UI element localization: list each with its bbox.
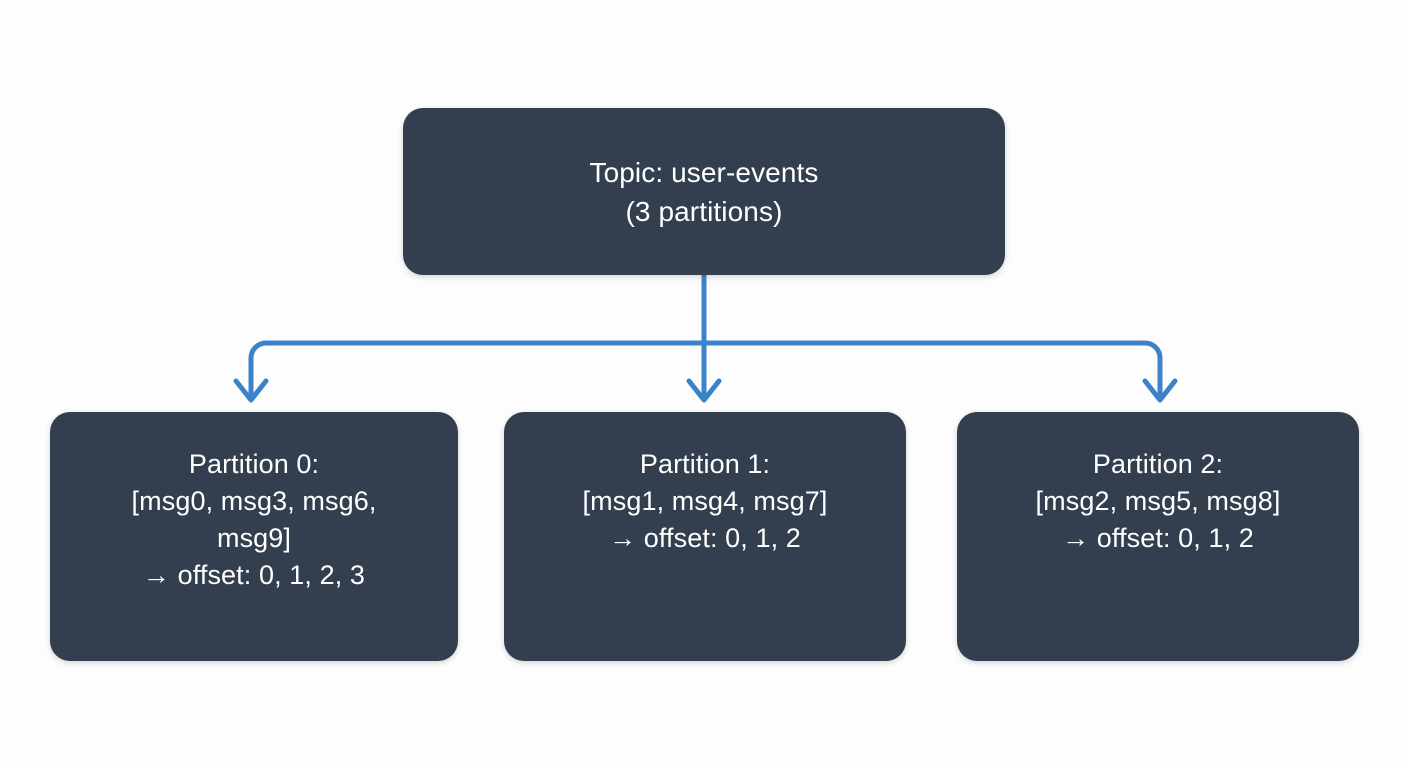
arrowhead-partition-1 xyxy=(686,378,722,403)
partition-0-content: Partition 0: [msg0, msg3, msg6, msg9] → … xyxy=(64,446,444,594)
connector-branch-right xyxy=(701,340,1163,401)
topic-title: Topic: user-events xyxy=(589,156,819,188)
partition-0-offsets: → offset: 0, 1, 2, 3 xyxy=(142,560,366,590)
partition-node-1[interactable]: Partition 1: [msg1, msg4, msg7] → offset… xyxy=(504,412,906,661)
arrowhead-partition-0 xyxy=(233,378,269,403)
partition-node-2[interactable]: Partition 2: [msg2, msg5, msg8] → offset… xyxy=(957,412,1359,661)
arrowhead-partition-2 xyxy=(1142,378,1178,403)
partition-2-title: Partition 2: xyxy=(1092,449,1224,479)
partition-2-offsets: → offset: 0, 1, 2 xyxy=(1062,523,1254,553)
connector-branch-left xyxy=(248,340,707,401)
partition-0-title: Partition 0: xyxy=(188,449,320,479)
partition-1-offsets: → offset: 0, 1, 2 xyxy=(609,523,801,553)
partition-2-content: Partition 2: [msg2, msg5, msg8] → offset… xyxy=(971,446,1345,557)
partition-1-messages-line-1: [msg1, msg4, msg7] xyxy=(582,486,828,516)
topic-node[interactable]: Topic: user-events (3 partitions) xyxy=(403,108,1005,275)
partition-1-content: Partition 1: [msg1, msg4, msg7] → offset… xyxy=(518,446,892,557)
partition-1-title: Partition 1: xyxy=(639,449,771,479)
topic-partition-count: (3 partitions) xyxy=(625,195,783,227)
partition-2-messages-line-1: [msg2, msg5, msg8] xyxy=(1035,486,1281,516)
partition-0-messages-line-1: [msg0, msg3, msg6, xyxy=(131,486,377,516)
partition-node-0[interactable]: Partition 0: [msg0, msg3, msg6, msg9] → … xyxy=(50,412,458,661)
partition-0-messages-line-2: msg9] xyxy=(216,523,292,553)
